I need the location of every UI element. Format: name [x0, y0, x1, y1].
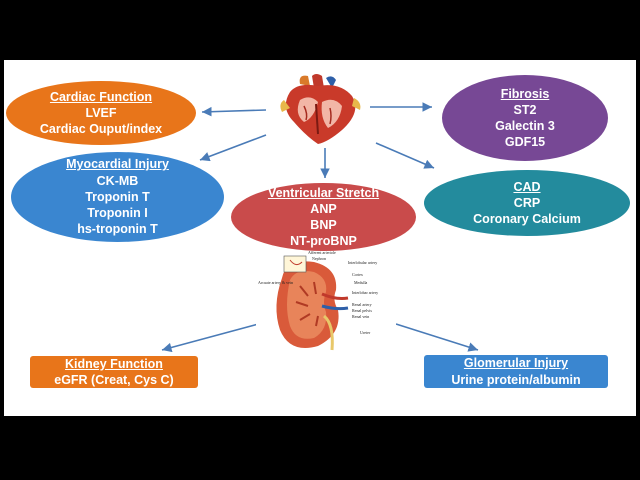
fibrosis-node: Fibrosis ST2 Galectin 3 GDF15 — [442, 75, 608, 161]
kidney-label: Nephron — [312, 256, 326, 261]
cardiac-function-item: LVEF — [85, 105, 117, 120]
glomerular-injury-item: Urine protein/albumin — [451, 372, 581, 387]
kidney-label: Ureter — [360, 330, 371, 335]
kidney-label: Renal vein — [352, 314, 369, 319]
slide: Afferent arteriole Nephron Interlobular … — [4, 60, 636, 416]
ventricular-stretch-title: Ventricular Stretch — [267, 185, 380, 200]
arrow-to-kidney-function — [161, 321, 267, 353]
kidney-function-title: Kidney Function — [65, 356, 163, 371]
glomerular-injury-node: Glomerular Injury Urine protein/albumin — [424, 355, 608, 388]
arrow-to-cad — [375, 142, 435, 169]
arrow-to-glomerular-injury — [395, 323, 479, 352]
myocardial-injury-node: Myocardial Injury CK-MB Troponin T Tropo… — [11, 152, 224, 242]
ventricular-stretch-item: BNP — [310, 218, 337, 232]
myocardial-injury-title: Myocardial Injury — [66, 157, 169, 172]
kidney-label: Renal artery — [352, 302, 372, 307]
kidney-label: Renal pelvis — [352, 308, 372, 313]
myocardial-injury-item: Troponin T — [85, 189, 150, 204]
kidney-label: Arcuate artery & vein — [258, 280, 293, 285]
myocardial-injury-item: CK-MB — [96, 173, 139, 188]
cad-item: Coronary Calcium — [473, 212, 581, 227]
fibrosis-item: GDF15 — [504, 135, 546, 150]
kidney-label: Cortex — [352, 272, 363, 277]
fibrosis-item: Galectin 3 — [495, 119, 555, 133]
myocardial-injury-item: Troponin I — [87, 206, 148, 221]
kidney-function-node: Kidney Function eGFR (Creat, Cys C) — [30, 356, 198, 388]
cardiac-function-item: Cardiac Ouput/index — [39, 122, 163, 137]
ventricular-stretch-item: NT-proBNP — [290, 234, 357, 249]
myocardial-injury-item: hs-troponin T — [77, 222, 158, 237]
ventricular-stretch-item: ANP — [310, 201, 337, 216]
kidney-function-item: eGFR (Creat, Cys C) — [54, 373, 174, 387]
arrow-to-cardiac-function — [201, 106, 267, 117]
ventricular-stretch-node: Ventricular Stretch ANP BNP NT-proBNP — [231, 183, 416, 251]
cardiac-function-node: Cardiac Function LVEF Cardiac Ouput/inde… — [6, 81, 196, 145]
cad-node: CAD CRP Coronary Calcium — [424, 170, 630, 236]
glomerular-injury-title: Glomerular Injury — [463, 356, 569, 371]
cardiac-function-title: Cardiac Function — [49, 89, 153, 104]
kidney-label: Medulla — [354, 280, 368, 285]
kidney-label: Interlobar artery — [352, 290, 378, 295]
heart-illustration — [280, 74, 361, 144]
kidney-illustration: Afferent arteriole Nephron Interlobular … — [256, 250, 396, 358]
kidney-label: Afferent arteriole — [308, 250, 336, 255]
fibrosis-item: ST2 — [513, 102, 537, 117]
cad-title: CAD — [513, 179, 541, 194]
arrow-to-myocardial-injury — [199, 134, 267, 162]
fibrosis-title: Fibrosis — [500, 86, 550, 101]
kidney-label: Interlobular artery — [348, 260, 377, 265]
cad-item: CRP — [513, 195, 541, 210]
